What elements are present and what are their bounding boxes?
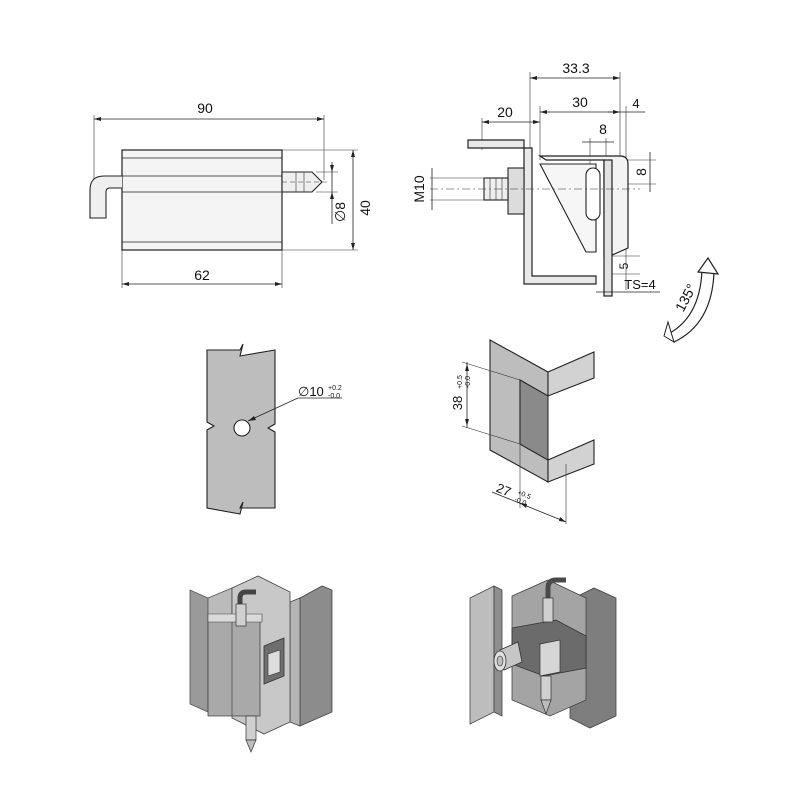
c-plate-top-flange xyxy=(547,351,595,397)
dim-c-height-tol-lower: -0.0 xyxy=(465,376,472,388)
dim-slot-width: 8 xyxy=(599,121,607,137)
dim-span: 30 xyxy=(572,94,588,110)
isometric-view-closed xyxy=(189,575,333,753)
nut xyxy=(507,167,525,215)
dim-pin-diameter: ∅8 xyxy=(332,202,348,222)
dim-overall-length: 90 xyxy=(197,100,213,116)
dim-gap: 5 xyxy=(617,262,631,269)
hinge-pin-bolted xyxy=(542,597,554,623)
c-cutout-view: 38 +0.5 -0.0 27 +0.5 -0.0 xyxy=(450,339,595,524)
pin-slot xyxy=(585,167,601,221)
arrow-head xyxy=(696,256,720,275)
dim-body-length: 62 xyxy=(194,267,210,283)
door-panel-3d xyxy=(469,585,495,725)
dim-c-height: 38 xyxy=(450,396,465,410)
dim-hole-diameter: ∅10 xyxy=(298,384,324,399)
tol-upper: +0.2 xyxy=(328,385,342,392)
pin-handle xyxy=(89,175,122,219)
dim-c-width-tol-upper: +0.5 xyxy=(516,489,532,501)
dim-plate: 4 xyxy=(632,96,639,111)
hinge-pin-3d xyxy=(235,603,247,627)
hole-cutout-view: ∅10 +0.2 -0.0 xyxy=(206,343,342,515)
dim-thread: M10 xyxy=(411,175,427,202)
mounting-hole xyxy=(233,419,251,437)
door-plate xyxy=(603,159,613,297)
dim-c-height-tol-upper: +0.5 xyxy=(457,375,464,389)
dim-height: 40 xyxy=(357,200,373,216)
dim-flange: 20 xyxy=(497,104,513,120)
dim-angle: 135° xyxy=(672,281,700,314)
isometric-view-bolted xyxy=(469,577,617,729)
dim-c-width: 27 xyxy=(494,480,513,499)
tol-lower: -0.0 xyxy=(328,393,340,400)
dim-slot-height: 8 xyxy=(633,168,649,176)
c-cutout-inner xyxy=(519,379,549,461)
frame-bracket xyxy=(299,585,333,727)
c-plate-bottom-flange xyxy=(547,439,595,483)
dim-total-offset: 33.3 xyxy=(562,60,589,76)
dim-c-width-tol-lower: -0.0 xyxy=(513,496,527,507)
hinge-body xyxy=(121,149,283,251)
dim-thickness: TS=4 xyxy=(624,277,655,292)
side-view: 33.3 30 20 4 8 8 xyxy=(411,60,720,344)
front-view: 90 ∅8 40 62 xyxy=(89,100,373,288)
